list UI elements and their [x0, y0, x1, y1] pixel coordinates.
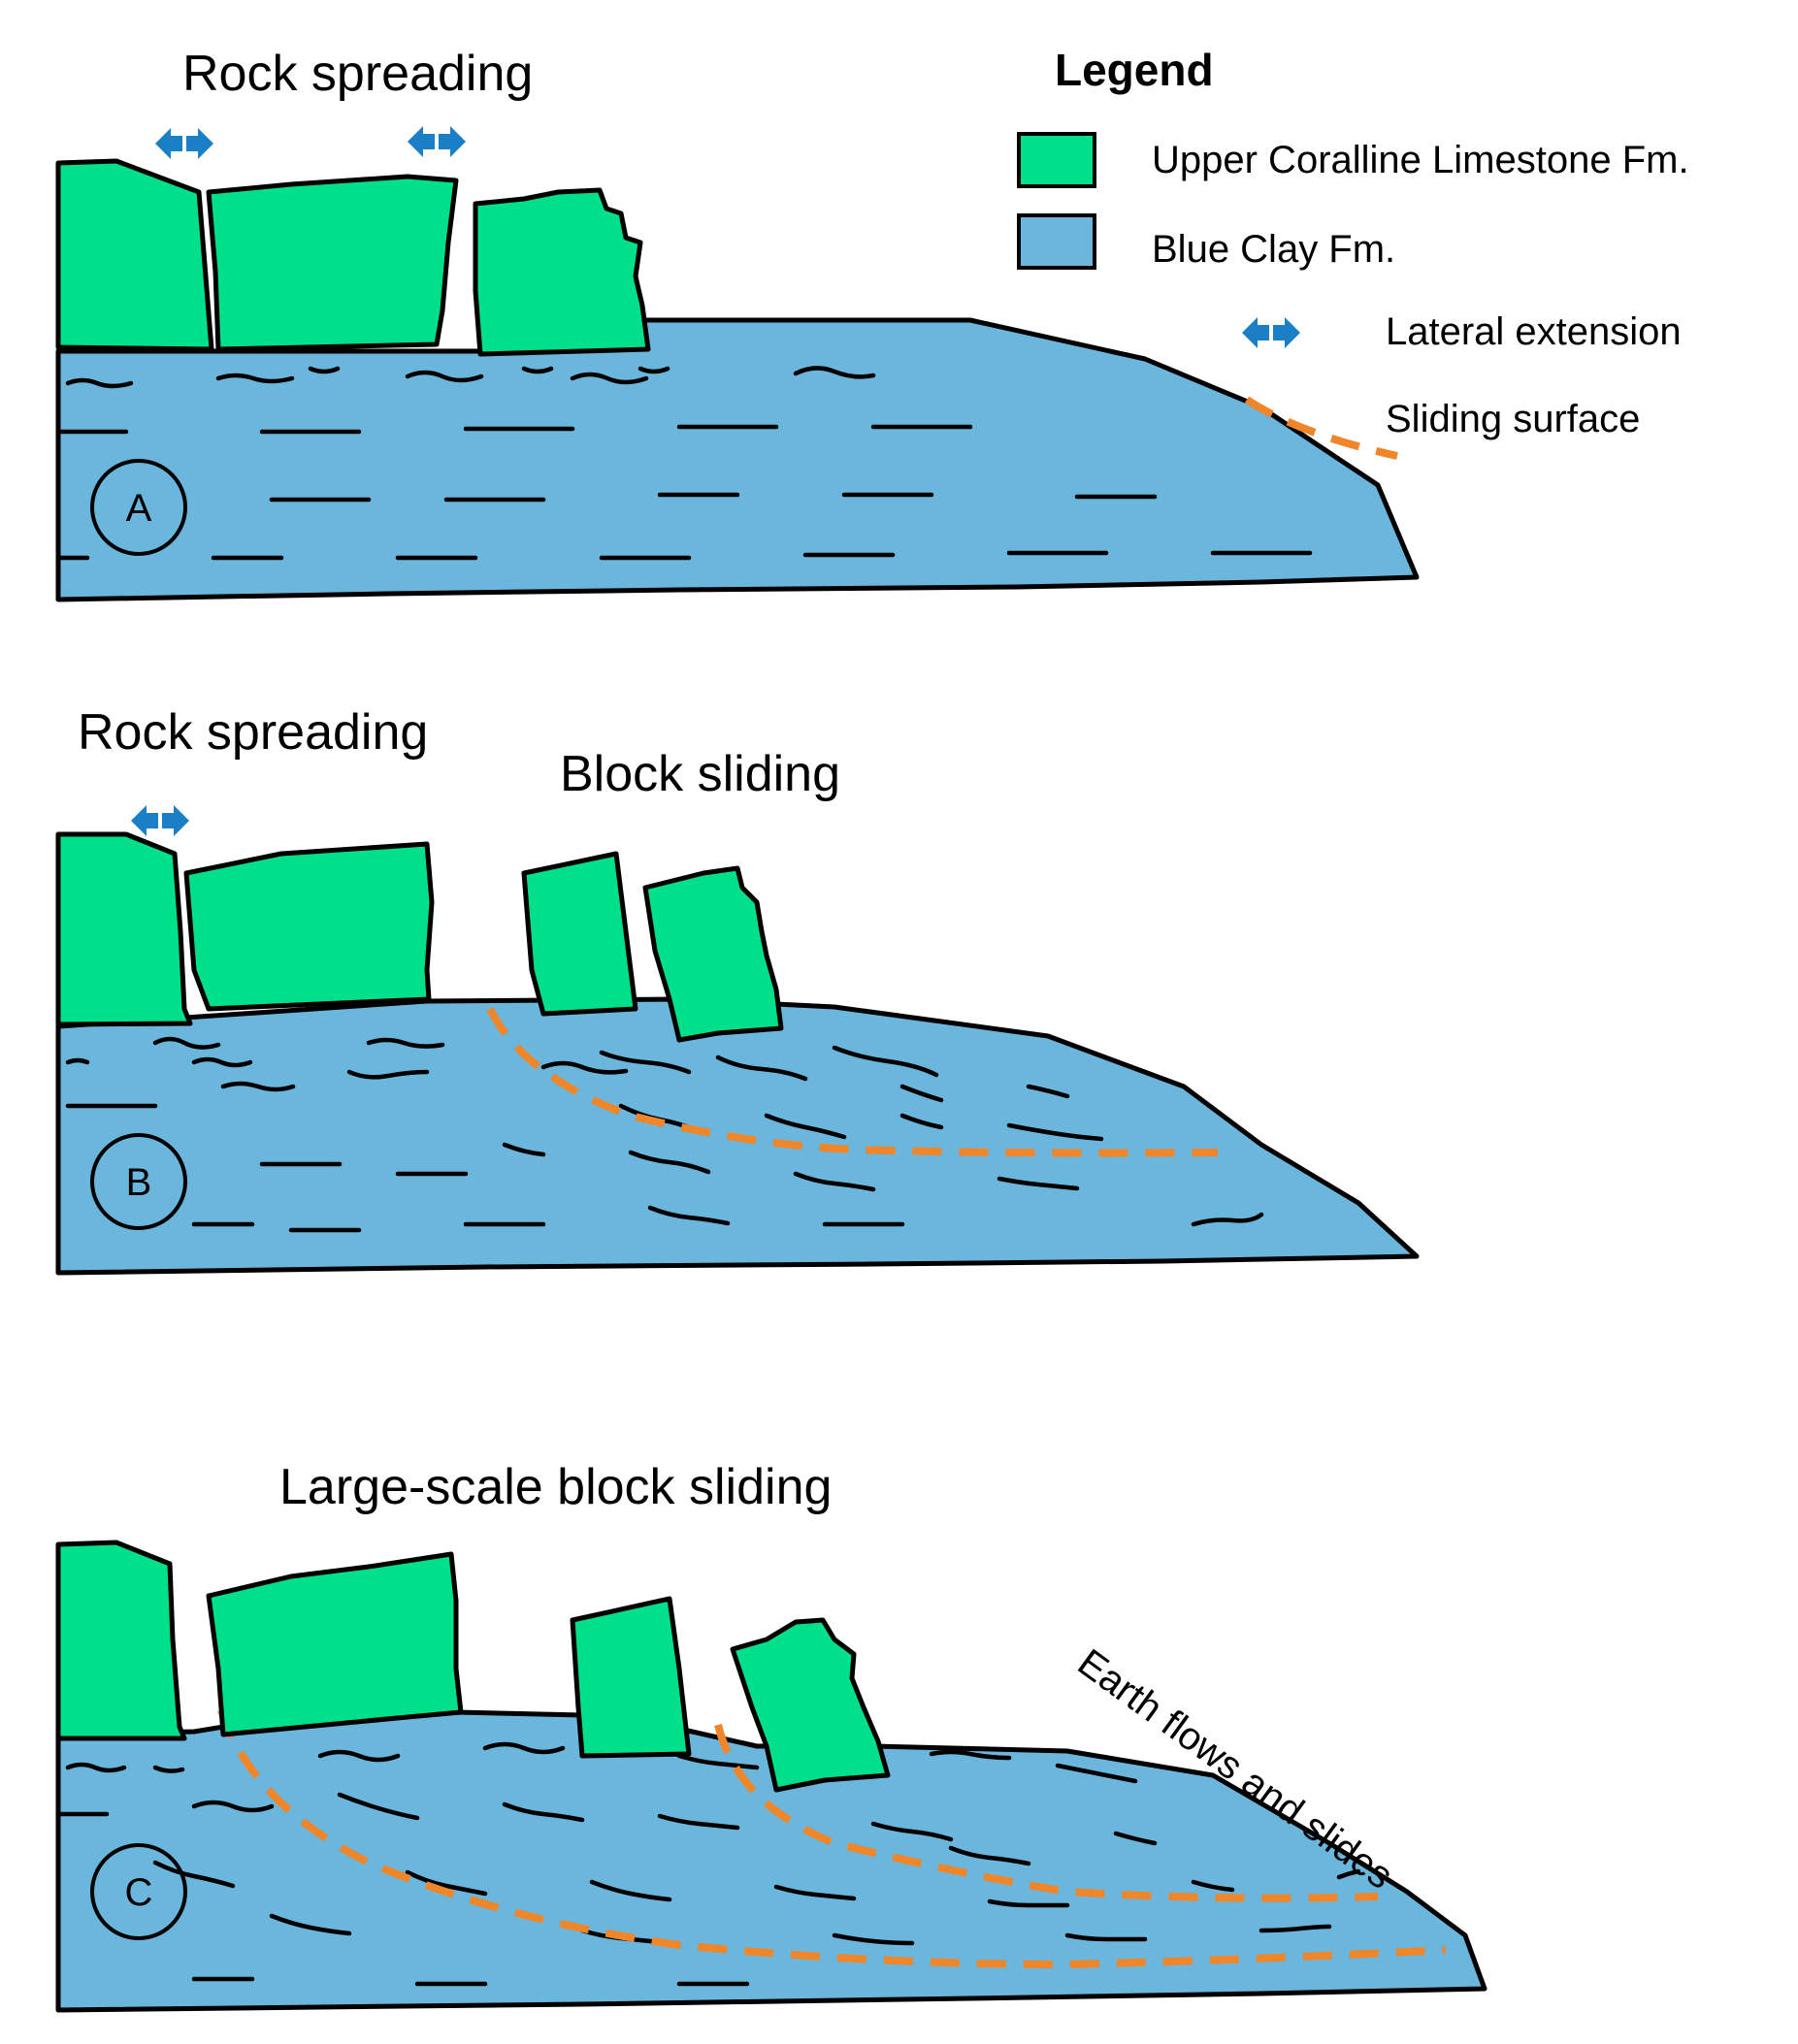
limestone-block-a2 [206, 174, 459, 352]
limestone-block-c1 [55, 1540, 187, 1741]
limestone-block-a1 [55, 158, 214, 352]
limestone-block-c2 [206, 1551, 464, 1737]
limestone-block-b4 [642, 865, 784, 1043]
panel-b-circle [90, 1133, 187, 1230]
panel-a-title-rock-spreading: Rock spreading [182, 46, 533, 102]
blue-clay-layer-c [55, 1706, 1487, 2013]
legend-label-blue-clay: Blue Clay Fm. [1152, 228, 1395, 271]
panel-c-title-large-scale-block-sliding: Large-scale block sliding [279, 1459, 832, 1515]
legend-label-lateral-extension: Lateral extension [1386, 310, 1682, 353]
limestone-block-a3 [473, 187, 651, 357]
panel-b: B Rock spreading Block sliding [55, 704, 1420, 1276]
legend-swatch-blue-clay [1017, 213, 1096, 270]
legend-sliding-surface-line [1244, 396, 1398, 460]
blue-clay-layer-a [55, 317, 1420, 602]
clay-bedding-c [55, 1741, 1361, 1987]
legend-title: Legend [1055, 45, 1214, 95]
lateral-extension-icon-a1 [155, 128, 213, 159]
clay-bedding-b [65, 1036, 1264, 1233]
double-arrow-icon [1242, 317, 1300, 348]
lateral-extension-icon-b [131, 805, 189, 836]
panel-c-label: C [125, 1871, 153, 1914]
limestone-block-c3 [570, 1596, 692, 1759]
panel-c: C Large-scale block sliding Earth flows … [55, 1459, 1487, 2013]
legend-swatch-limestone [1017, 132, 1096, 188]
panel-c-circle [90, 1843, 187, 1940]
limestone-block-b1 [55, 831, 193, 1027]
panel-b-title-rock-spreading: Rock spreading [78, 704, 428, 761]
lateral-extension-icon-a2 [408, 126, 466, 157]
panel-b-label: B [126, 1161, 152, 1204]
panel-a-label: A [126, 487, 152, 530]
panel-b-title-block-sliding: Block sliding [560, 746, 840, 802]
limestone-block-b3 [521, 851, 638, 1017]
clay-bedding-a [55, 366, 1313, 561]
panel-a-circle [90, 459, 187, 556]
legend-label-limestone: Upper Coralline Limestone Fm. [1152, 139, 1689, 181]
panel-a: A Rock spreading [55, 46, 1420, 602]
limestone-block-c4 [730, 1617, 891, 1793]
sliding-surface-c1 [217, 1708, 1447, 1969]
sliding-surface-c2 [714, 1724, 1379, 1902]
legend: Legend Upper Coralline Limestone Fm. Blu… [1017, 45, 1689, 460]
sliding-surface-b [486, 1007, 1219, 1157]
limestone-block-b2 [183, 841, 435, 1012]
legend-label-sliding-surface: Sliding surface [1386, 398, 1640, 440]
